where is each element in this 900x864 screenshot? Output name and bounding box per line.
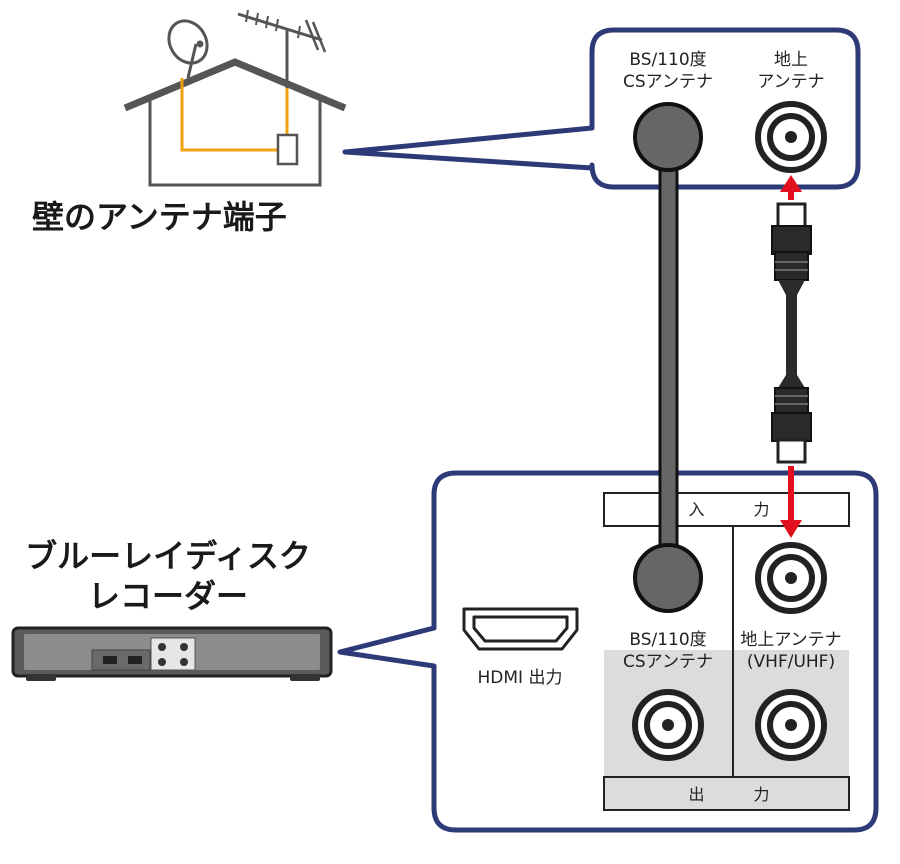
- tv-antenna-icon: [237, 9, 327, 88]
- recorder-title: ブルーレイディスク: [25, 537, 311, 575]
- wall-outlet-icon: [276, 133, 299, 166]
- connection-arrow-bottom: [780, 466, 802, 538]
- recorder-bs-output-jack: [632, 689, 704, 761]
- wall-terrestrial-jack: [755, 101, 827, 173]
- recorder-bs-plug: [633, 543, 703, 613]
- recorder-terrestrial-input-jack: [755, 542, 827, 614]
- input-section-header: [603, 492, 850, 527]
- hdmi-port-icon: [462, 607, 579, 651]
- recorder-terrestrial-label: 地上アンテナ: [740, 630, 841, 650]
- recorder-panel: 入 力 出 力 HDMI 出力 BS/110度 CSアンテナ 地上アンテナ (V…: [337, 470, 879, 833]
- bs-cs-cable: [633, 102, 703, 613]
- output-section-header: [603, 776, 850, 811]
- hdmi-out-label: HDMI 出力: [478, 668, 563, 688]
- house-illustration: [123, 9, 347, 187]
- recorder-title: レコーダー: [88, 577, 248, 615]
- wall-terrestrial-label: 地上: [774, 50, 808, 70]
- input-section-label: 入 力: [688, 500, 791, 519]
- recorder-bs-label: CSアンテナ: [623, 652, 713, 672]
- wall-panel: BS/110度 CSアンテナ 地上 アンテナ: [342, 27, 861, 190]
- wall-terrestrial-label: アンテナ: [757, 72, 824, 92]
- terrestrial-cable: [771, 202, 812, 464]
- recorder-terrestrial-label: (VHF/UHF): [747, 652, 835, 672]
- satellite-dish-icon: [167, 19, 209, 79]
- recorder-device: [11, 626, 333, 681]
- connection-arrow-top: [780, 175, 802, 200]
- wall-terminal-title: 壁のアンテナ端子: [32, 198, 287, 236]
- recorder-bs-label: BS/110度: [629, 630, 706, 650]
- wall-bs-plug: [633, 102, 703, 172]
- feed-line: [180, 78, 278, 152]
- output-section-label: 出 力: [688, 785, 791, 804]
- recorder-terrestrial-output-jack: [755, 689, 827, 761]
- wall-bs-label: CSアンテナ: [623, 72, 713, 92]
- wall-bs-label: BS/110度: [629, 50, 706, 70]
